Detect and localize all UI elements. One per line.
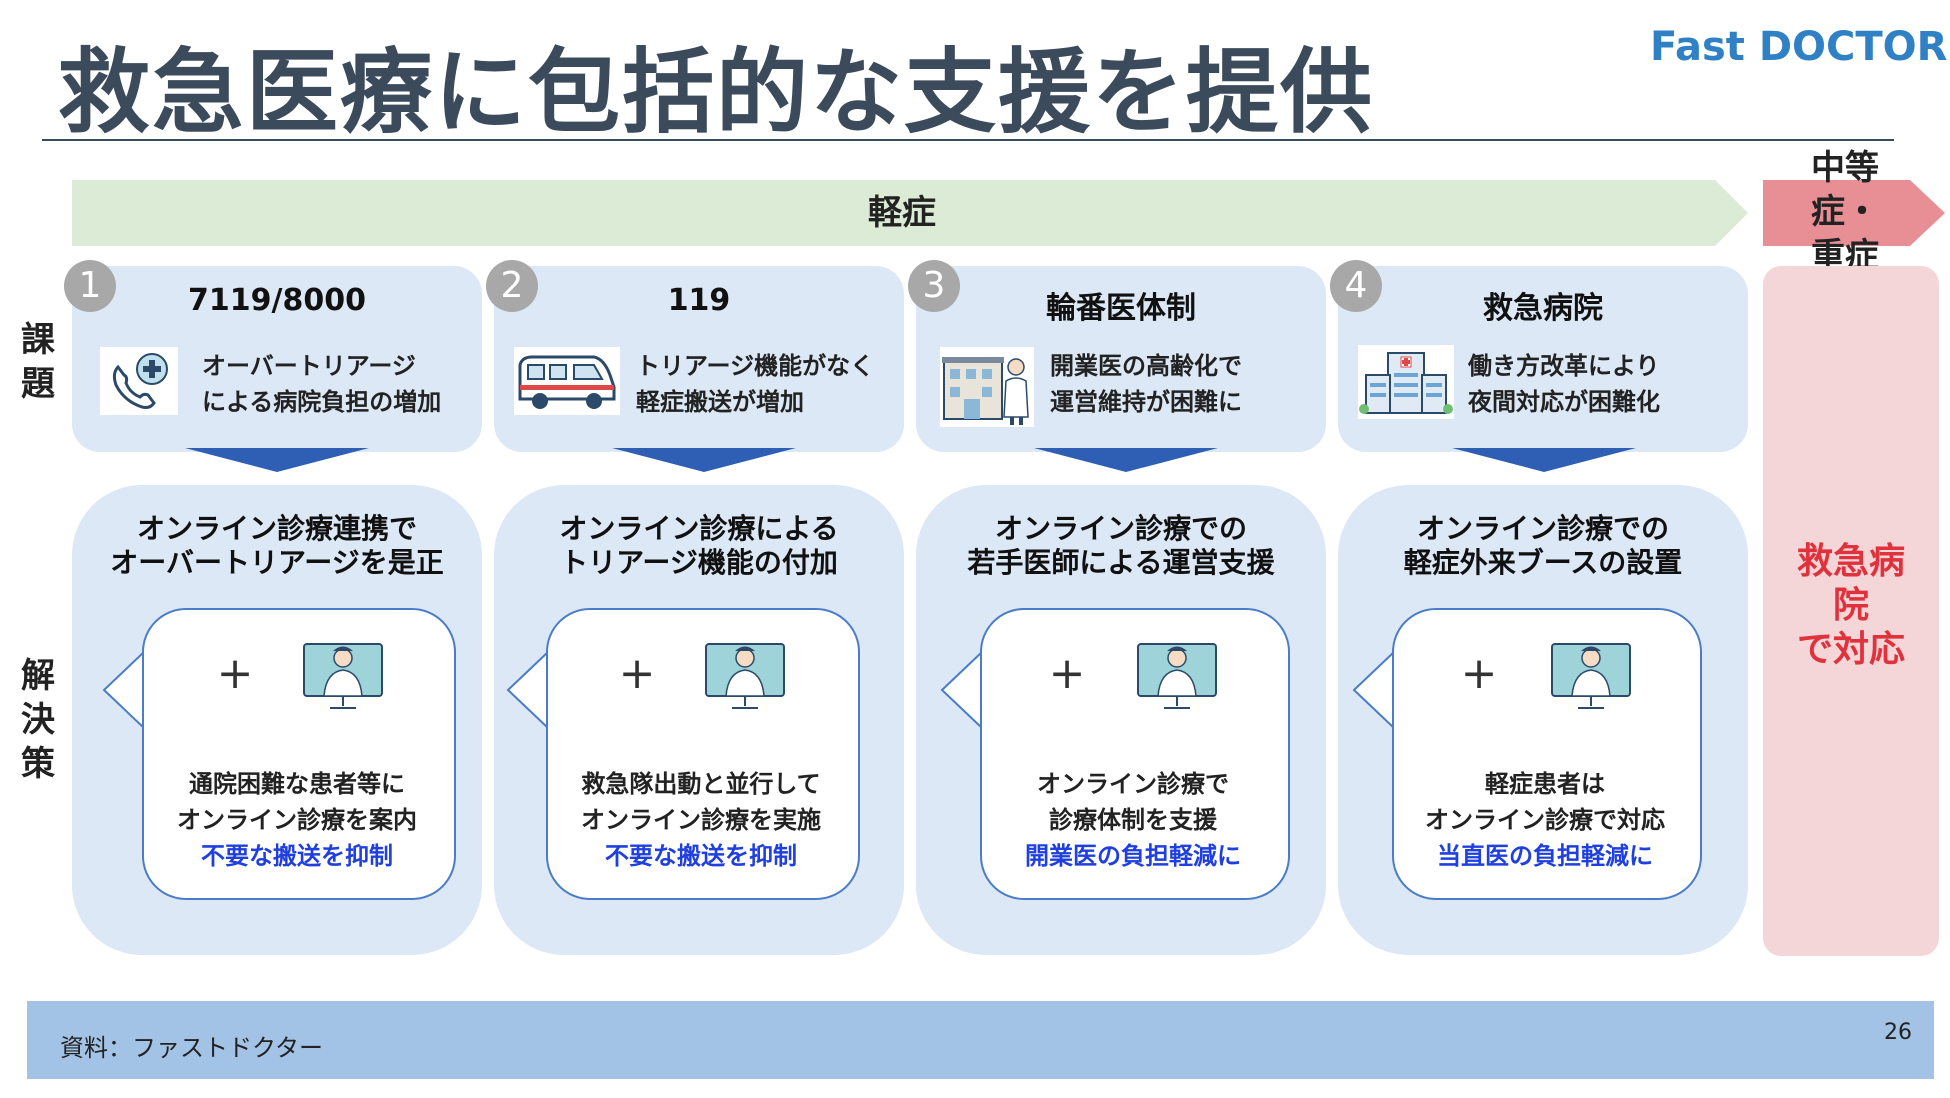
source-note: 資料：ファストドクター <box>60 1034 324 1062</box>
issue-label: 課 題 <box>18 318 58 406</box>
solution-label-char: 決 <box>21 700 55 740</box>
severe-arrow <box>1763 180 1945 246</box>
solution-title: オンライン診療での 軽症外来ブースの設置 <box>1338 512 1748 580</box>
ambulance-icon <box>514 347 620 415</box>
solution-line: オンライン診療を実施 <box>581 806 821 834</box>
solution-line: 救急隊出動と並行して <box>581 770 821 798</box>
plus-icon: + <box>1460 648 1498 699</box>
severe-result: 救急病 院 で対応 <box>1763 540 1939 672</box>
issue-description: トリアージ機能がなく 軽症搬送が増加 <box>636 348 874 420</box>
solution-accent: 当直医の負担軽減に <box>1437 842 1653 870</box>
severe-result-line: 院 <box>1832 585 1869 626</box>
page-number: 26 <box>1884 1020 1912 1045</box>
severe-result-line: で対応 <box>1796 629 1905 670</box>
issue-description: 働き方改革により 夜間対応が困難化 <box>1468 348 1660 420</box>
solution-label: 解 決 策 <box>18 654 58 786</box>
mild-label: 軽症 <box>868 193 936 233</box>
solution-title: オンライン診療による トリアージ機能の付加 <box>494 512 904 580</box>
plus-icon: + <box>618 648 656 699</box>
solution-title-line: オンライン診療による <box>559 512 839 545</box>
severity-arrows <box>72 180 1945 246</box>
hospital-icon <box>1358 345 1454 419</box>
solution-line: オンライン診療で <box>1037 770 1229 798</box>
solution-line: 通院困難な患者等に <box>189 770 405 798</box>
solution-title-line: 軽症外来ブースの設置 <box>1403 546 1683 579</box>
issue-title: 輪番医体制 <box>1046 291 1196 326</box>
online-doctor-icon <box>298 632 388 718</box>
solution-title-line: トリアージ機能の付加 <box>560 546 838 579</box>
online-doctor-icon <box>700 632 790 718</box>
severe-label-line: 症・ <box>1811 192 1879 232</box>
down-arrow <box>185 448 369 472</box>
solution-line: 軽症患者は <box>1485 770 1605 798</box>
issue-label-char: 題 <box>21 364 55 404</box>
brand-logo: Fast DOCTOR <box>1650 24 1948 70</box>
clinic-doctor-icon <box>940 347 1034 427</box>
solution-title: オンライン診療連携で オーバートリアージを是正 <box>72 512 482 580</box>
down-arrow <box>612 448 796 472</box>
online-doctor-icon <box>1546 632 1636 718</box>
issue-desc-line: 働き方改革により <box>1468 352 1660 380</box>
solution-line: オンライン診療で対応 <box>1425 806 1665 834</box>
issue-desc-line: 軽症搬送が増加 <box>636 388 804 416</box>
mild-arrow <box>72 180 1748 246</box>
issue-desc-line: オーバートリアージ <box>202 352 416 380</box>
solution-line: オンライン診療を案内 <box>177 806 417 834</box>
step-badge: 1 <box>64 260 116 312</box>
title-divider <box>42 139 1894 141</box>
issue-desc-line: 開業医の高齢化で <box>1050 352 1242 380</box>
issue-title: 119 <box>667 283 731 318</box>
issue-description: 開業医の高齢化で 運営維持が困難に <box>1050 348 1242 420</box>
online-doctor-icon <box>1132 632 1222 718</box>
slide-title: 救急医療に包括的な支援を提供 <box>58 39 1375 146</box>
solution-title-line: オンライン診療での <box>994 512 1247 545</box>
footer-bar <box>27 1001 1934 1079</box>
solution-label-char: 解 <box>21 656 55 696</box>
solution-title-line: 若手医師による運営支援 <box>967 546 1275 579</box>
step-badge: 4 <box>1330 260 1382 312</box>
severe-panel <box>1763 266 1939 956</box>
solution-title-line: オーバートリアージを是正 <box>110 546 444 579</box>
solution-accent: 開業医の負担軽減に <box>1025 842 1241 870</box>
solution-title: オンライン診療での 若手医師による運営支援 <box>916 512 1326 580</box>
solution-title-line: オンライン診療での <box>1416 512 1669 545</box>
issue-desc-line: 運営維持が困難に <box>1050 388 1242 416</box>
step-badge: 2 <box>486 260 538 312</box>
issue-label-char: 課 <box>21 320 55 360</box>
solution-label-char: 策 <box>21 744 55 784</box>
issue-desc-line: トリアージ機能がなく <box>636 352 875 380</box>
step-badge: 3 <box>908 260 960 312</box>
down-arrow <box>1034 448 1218 472</box>
phone-cross-icon <box>100 347 178 415</box>
solution-line: 診療体制を支援 <box>1049 806 1217 834</box>
issue-desc-line: 夜間対応が困難化 <box>1468 388 1660 416</box>
severe-label-line: 中等 <box>1811 148 1879 188</box>
issue-title: 7119/8000 <box>188 283 366 318</box>
plus-icon: + <box>216 648 254 699</box>
issue-desc-line: による病院負担の増加 <box>202 388 442 416</box>
plus-icon: + <box>1048 648 1086 699</box>
issue-title: 救急病院 <box>1483 291 1603 326</box>
down-arrow <box>1452 448 1636 472</box>
solution-accent: 不要な搬送を抑制 <box>605 842 797 870</box>
solution-accent: 不要な搬送を抑制 <box>201 842 393 870</box>
solution-title-line: オンライン診療連携で <box>136 512 417 545</box>
issue-description: オーバートリアージ による病院負担の増加 <box>202 348 441 420</box>
severe-result-line: 救急病 <box>1796 541 1905 582</box>
severe-label: 中等 症・ 重症 <box>1760 146 1930 278</box>
